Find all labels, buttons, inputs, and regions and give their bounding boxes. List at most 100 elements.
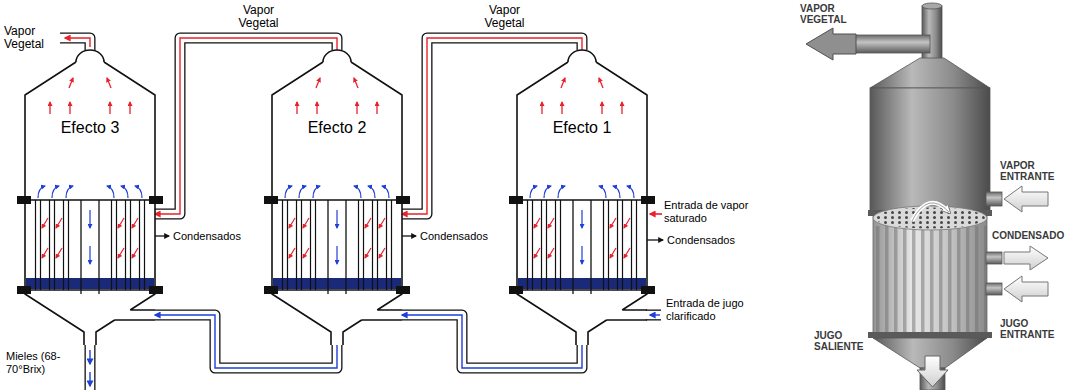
juice-flow-arrow xyxy=(354,186,361,198)
juice-flow-arrow xyxy=(581,210,582,228)
steam-flow-arrow xyxy=(118,218,124,228)
vapor-flow-arrow xyxy=(107,78,111,88)
steam-flow-arrow xyxy=(118,248,124,258)
vapor-exit-pipe-part xyxy=(65,38,90,47)
evaporator-illustration-part xyxy=(873,226,987,334)
steam-inlet-arrow xyxy=(650,214,662,215)
vapor-flow-arrow xyxy=(69,78,73,88)
juice-flow-arrow xyxy=(52,186,59,198)
downcomer-wall xyxy=(327,200,328,294)
evaporator-illustration-part xyxy=(986,283,1002,295)
label-box: Mieles (68-70°Brix) xyxy=(6,350,78,376)
tube-wall xyxy=(377,200,378,290)
juice-flow-arrow xyxy=(135,186,142,198)
tube-wall xyxy=(391,200,392,290)
steam-flow-arrow xyxy=(610,218,616,228)
edge-label-box: Vapor Vegetal xyxy=(228,4,290,30)
pipe-connector xyxy=(155,315,337,368)
vapor-flow-arrow xyxy=(354,78,358,88)
juice-flow-arrow xyxy=(336,246,337,264)
vapor-flow-arrow xyxy=(599,78,603,88)
steam-flow-arrow xyxy=(534,218,540,228)
vapor-flow-arrow xyxy=(561,102,562,114)
tube-wall xyxy=(555,200,556,290)
vapor-flow-arrow xyxy=(109,102,110,114)
vessel-outline xyxy=(25,50,155,345)
tube-wall xyxy=(40,200,41,290)
edge-label-box: Vapor Vegetal xyxy=(474,4,536,30)
evaporator-illustration-part xyxy=(875,208,985,229)
flange xyxy=(149,196,163,204)
steam-flow-arrow xyxy=(42,218,48,228)
flow-arrow xyxy=(155,315,337,368)
vessel-outline xyxy=(517,50,647,345)
steam-flow-arrow xyxy=(534,248,540,258)
evaporator-illustration-part xyxy=(870,88,990,214)
molasses-label: Mieles (68-70°Brix) xyxy=(6,350,78,376)
downcomer-wall xyxy=(590,200,591,294)
evaporator-illustration-part xyxy=(870,58,990,88)
tube-wall xyxy=(622,200,623,290)
tube-wall xyxy=(310,200,311,290)
steam-flow-arrow xyxy=(42,248,48,258)
juice-flow-arrow xyxy=(107,186,114,198)
juice-flow-arrow xyxy=(336,210,337,228)
label-box: Entrada de vapor saturado xyxy=(664,199,760,225)
vapor-flow-arrow xyxy=(49,102,50,114)
evaporator-illustration-part xyxy=(986,192,1002,206)
juice-flow-arrow xyxy=(299,186,306,198)
tube-wall xyxy=(527,200,528,290)
tube-wall xyxy=(315,200,316,290)
vapor-flow-arrow xyxy=(621,102,622,114)
tube-wall xyxy=(296,200,297,290)
tube-sheet-band xyxy=(26,278,154,289)
steam-flow-arrow xyxy=(379,248,385,258)
tube-wall xyxy=(139,200,140,290)
molasses-outlet-pipe-part xyxy=(89,372,90,386)
vapor-flow-arrow xyxy=(69,102,70,114)
steam-inlet-arrow-part xyxy=(650,213,662,215)
flange xyxy=(264,286,278,294)
flange xyxy=(509,196,523,204)
evaporator-vessel xyxy=(25,50,155,345)
tube-wall xyxy=(49,200,50,290)
tube-wall xyxy=(603,200,604,290)
condensate-arrow-part xyxy=(155,235,169,236)
molasses-outlet-pipe xyxy=(90,344,91,390)
tube-wall xyxy=(287,200,288,290)
label-box: Condensados xyxy=(420,229,500,243)
label-box: Vapor Vegetal xyxy=(4,25,60,51)
juice-flow-arrow xyxy=(313,186,320,198)
vessel-fill xyxy=(25,50,155,345)
effect-title: Efecto 3 xyxy=(61,118,120,138)
vapor-flow-arrow xyxy=(376,102,377,114)
label-box: Entrada de jugo clarificado xyxy=(666,297,762,323)
callout-label: VAPOR VEGETAL xyxy=(800,3,860,25)
flange xyxy=(641,196,655,204)
evaporator-illustration-part xyxy=(873,214,987,334)
connectors xyxy=(155,38,582,368)
pipe-bore xyxy=(155,315,337,368)
pipe-connector xyxy=(402,315,582,368)
label-box: Condensados xyxy=(173,229,253,243)
vapor-outlet-label: Vapor Vegetal xyxy=(4,25,60,51)
steam-flow-arrow xyxy=(548,218,554,228)
tube-wall xyxy=(358,200,359,290)
steam-flow-arrow xyxy=(132,218,138,228)
vapor-flow-arrow xyxy=(296,102,297,114)
tube-wall xyxy=(116,200,117,290)
label-box: VAPOR ENTRANTE xyxy=(1000,160,1064,182)
tube-wall xyxy=(631,200,632,290)
juice-feed-pipe-part xyxy=(646,310,661,321)
evaporator-effect: Efecto 1 xyxy=(517,50,647,345)
juice-flow-arrow xyxy=(581,246,582,264)
steam-flow-arrow xyxy=(289,218,295,228)
evaporator-illustration-part xyxy=(912,203,949,221)
callout-label: CONDENSADO xyxy=(992,230,1066,242)
evaporator-illustration-part xyxy=(873,206,987,230)
label-box: VAPOR VEGETAL xyxy=(800,3,860,25)
evaporator-vessel xyxy=(517,50,647,345)
juice-flow-arrow xyxy=(544,186,551,198)
tube-wall xyxy=(386,200,387,290)
evaporator-illustration-part xyxy=(868,332,992,338)
